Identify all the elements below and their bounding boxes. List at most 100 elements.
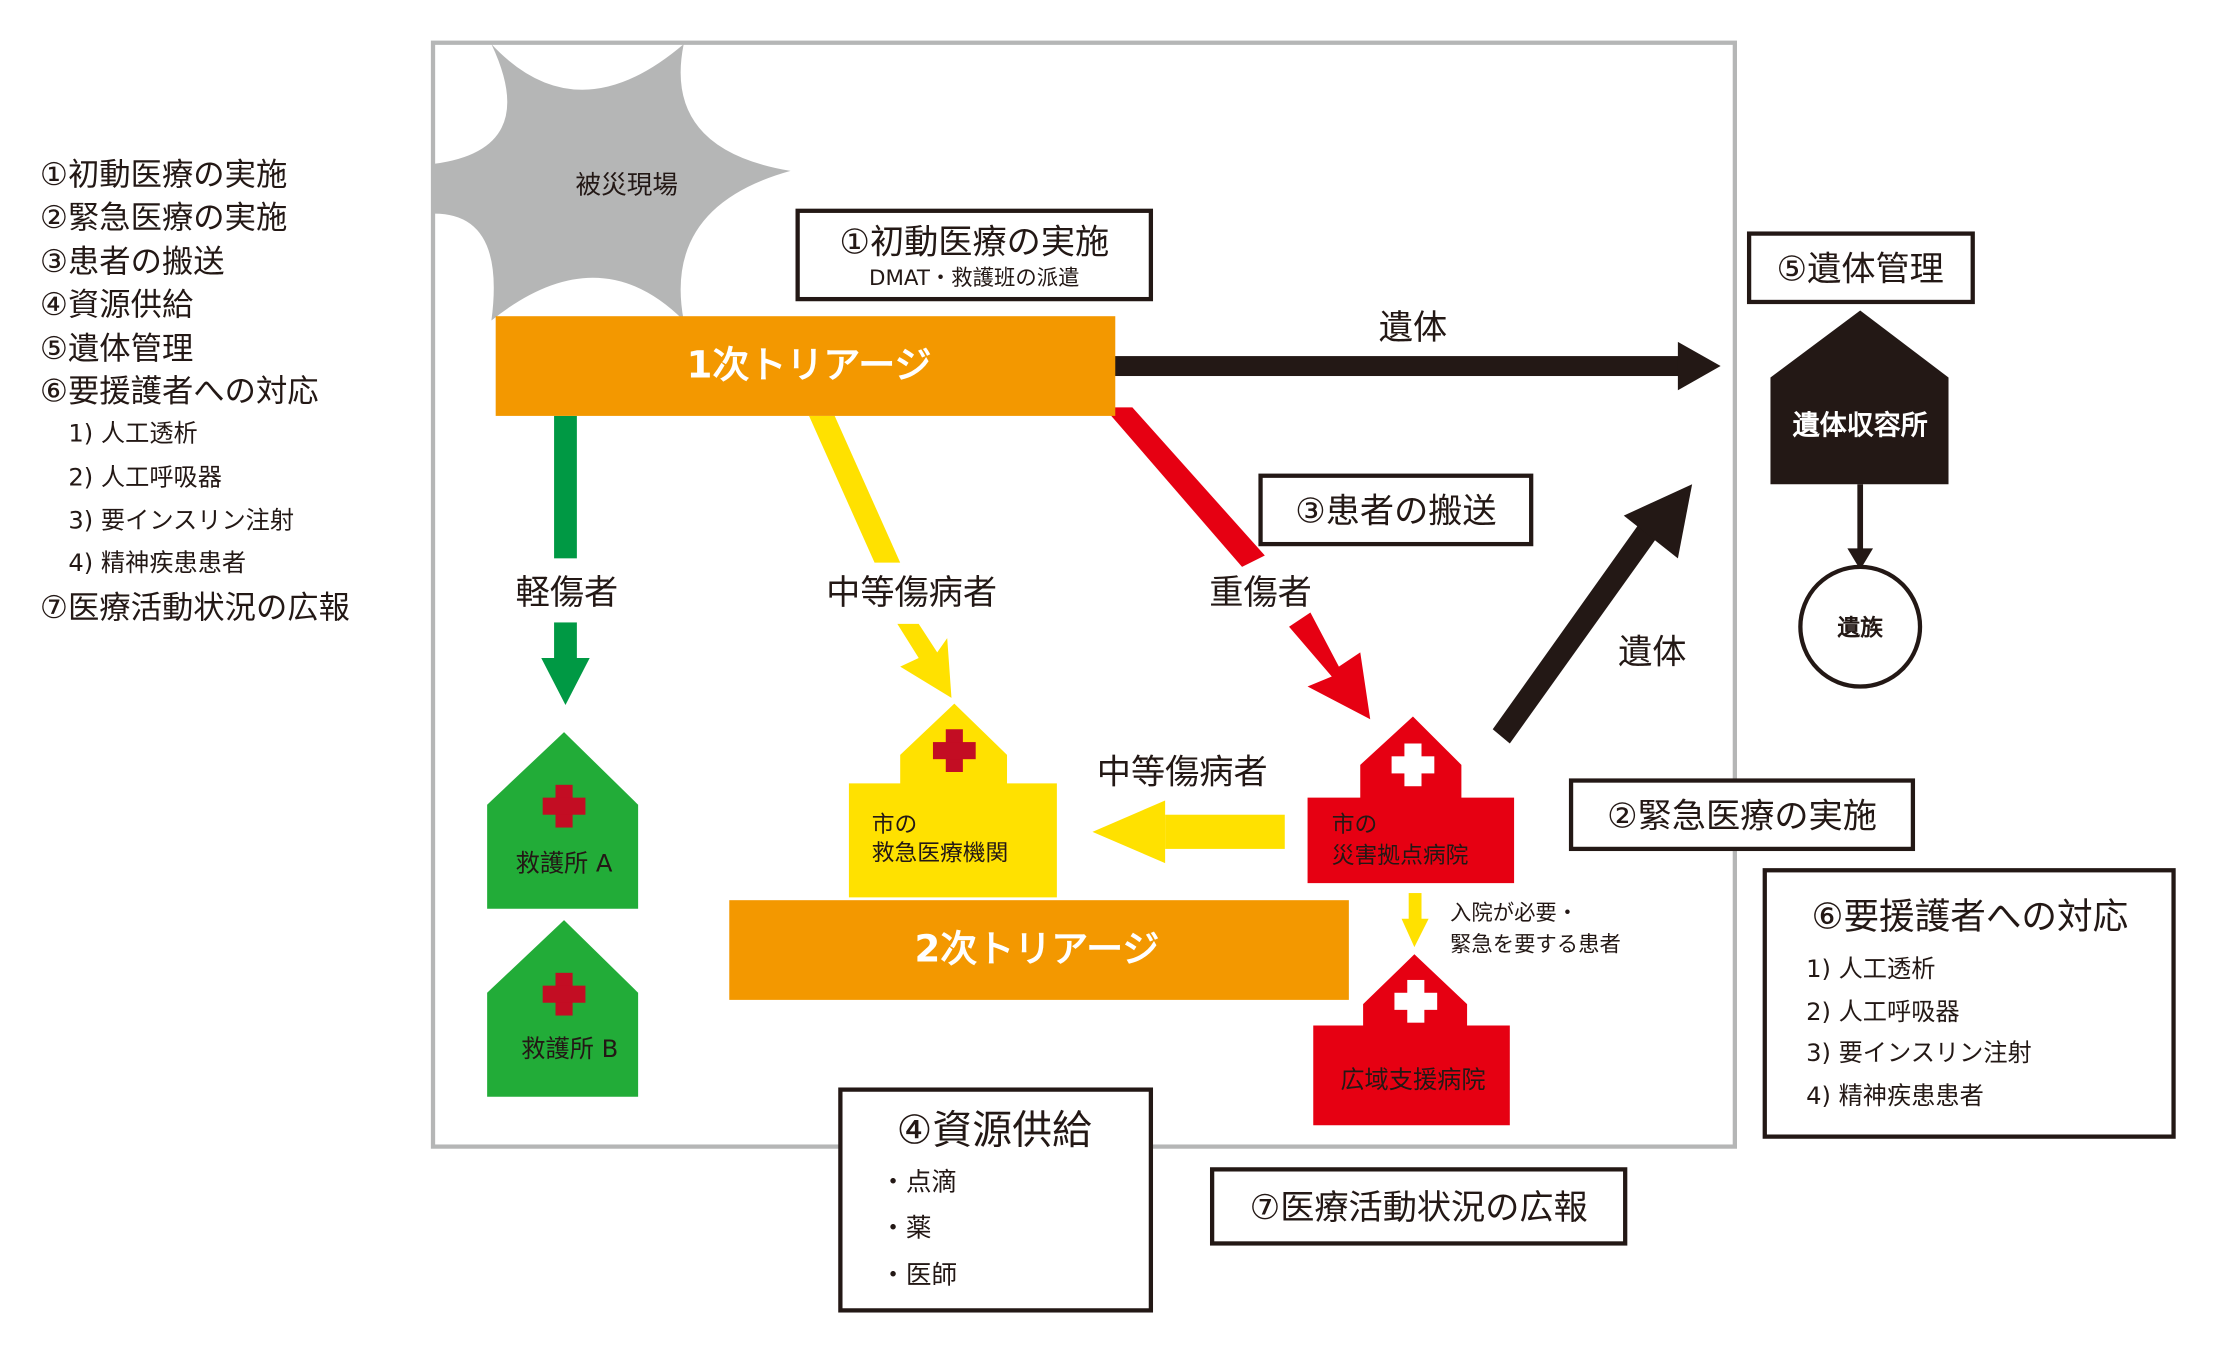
regional-hospital-label: 広域支援病院 [1340,1066,1485,1094]
triage-2-label: 2次トリアージ [914,927,1159,970]
morgue: 遺体収容所 [1770,310,1949,485]
arrow-moderate [809,415,952,698]
box-resource-item-2: ・薬 [880,1213,931,1243]
box-vulnerable-item-2: 2) 人工呼吸器 [1806,998,1960,1026]
aid-station-b: 救護所 B [487,920,639,1097]
morgue-label: 遺体収容所 [1793,409,1928,441]
legend-item-4: ④資源供給 [40,287,193,323]
box-initial-medical-subtitle: DMAT・救護班の派遣 [869,266,1079,291]
city-disaster-label-1: 市の [1332,812,1378,838]
disaster-site: 被災現場 [434,44,791,321]
cross-icon [932,742,976,760]
transfer-note-1: 入院が必要・ [1450,901,1578,926]
box-transport-title: ③患者の搬送 [1295,492,1497,532]
city-emergency-institution: 市の 救急医療機関 [848,703,1057,898]
legend-item-1: ①初動医療の実施 [40,157,287,193]
box-vulnerable-frame [1762,868,2176,1139]
arrow-shaft [554,415,577,559]
cross-icon [542,985,586,1003]
box-public-relations: ⑦医療活動状況の広報 [1209,1167,1628,1246]
arrow-shaft [554,622,577,659]
legend-item-2: ②緊急医療の実施 [40,200,287,236]
arrow-light-injured [541,415,590,706]
disaster-site-label: 被災現場 [575,171,678,201]
box-vulnerable-title: ⑥要援護者への対応 [1812,897,2129,938]
arrow-remains-top [1111,341,1721,391]
box-resource-item-3: ・医師 [880,1260,957,1290]
legend-item-6: ⑥要援護者への対応 [40,374,319,410]
triage-1-label: 1次トリアージ [687,343,932,386]
bereaved-family: 遺族 [1798,564,1923,689]
box-vulnerable-support: ⑥要援護者への対応 1) 人工透析 2) 人工呼吸器 3) 要インスリン注射 4… [1762,868,2176,1139]
arrow-remains-diagonal [1492,484,1693,744]
city-disaster-shape [1307,716,1515,884]
city-emergency-label-1: 市の [872,812,918,838]
arrow-morgue-family-head [1847,548,1874,570]
morgue-shape [1770,310,1949,485]
legend-subitem-2: 2) 人工呼吸器 [68,464,222,492]
legend: ①初動医療の実施 ②緊急医療の実施 ③患者の搬送 ④資源供給 ⑤遺体管理 ⑥要援… [40,157,350,626]
box-remains-frame [1746,231,1975,305]
box-transport-frame [1258,473,1534,547]
box-emergency-title: ②緊急医療の実施 [1607,797,1877,837]
box-transport: ③患者の搬送 [1258,473,1534,547]
legend-item-3: ③患者の搬送 [40,244,225,280]
box-remains-title: ⑤遺体管理 [1777,250,1944,290]
city-disaster-label-2: 災害拠点病院 [1332,843,1469,869]
box-initial-medical-title: ①初動医療の実施 [839,223,1109,263]
box-pr-frame [1209,1167,1628,1246]
arrow-shaft [1165,814,1285,849]
box-initial-medical-frame [795,208,1154,302]
transfer-note-2: 緊急を要する患者 [1450,932,1621,957]
box-emergency-medical: ②緊急医療の実施 [1568,778,1916,852]
arrow-head [1289,612,1371,720]
triage-1: 1次トリアージ [495,316,1116,416]
box-vulnerable-item-4: 4) 精神疾患患者 [1806,1082,1984,1110]
label-remains-diagonal: 遺体 [1618,633,1686,673]
regional-hospital-shape [1313,954,1510,1126]
box-initial-medical: ①初動医療の実施 DMAT・救護班の派遣 [795,208,1154,302]
label-moderate-transfer: 中等傷病者 [1097,752,1268,792]
city-emergency-label-2: 救急医療機関 [872,840,1009,866]
aid-station-b-label: 救護所 B [521,1035,618,1063]
arrow-shaft [1103,407,1265,567]
arrow-shaft [809,415,901,563]
family-label: 遺族 [1837,614,1883,641]
label-moderate: 中等傷病者 [826,573,997,613]
city-disaster-hospital: 市の 災害拠点病院 [1307,716,1515,884]
box-resource-frame [838,1087,1154,1313]
triage-2-bar [729,900,1349,1000]
box-resource-supply: ④資源供給 ・点滴 ・薬 ・医師 [838,1087,1154,1313]
arrow-head [897,623,952,698]
arrow-severe [1103,407,1371,720]
triage-1-bar [495,316,1116,416]
legend-subitem-4: 4) 精神疾患患者 [68,549,246,577]
box-resource-item-1: ・点滴 [880,1168,957,1198]
arrow-head [1677,341,1721,391]
cross-icon [542,797,586,815]
box-emergency-frame [1568,778,1916,852]
arrow-shaft [1492,521,1660,744]
box-pr-title: ⑦医療活動状況の広報 [1250,1188,1588,1228]
arrow-transfer-head [1401,918,1429,948]
legend-item-5: ⑤遺体管理 [40,331,193,367]
cross-icon [1391,756,1435,774]
box-vulnerable-item-3: 3) 要インスリン注射 [1806,1039,2032,1067]
arrow-shaft [1111,356,1681,377]
arrow-moderate-transfer [1092,800,1285,864]
arrow-head [1092,800,1166,864]
cross-icon [1394,992,1438,1010]
arrow-morgue-family-shaft [1857,484,1864,556]
label-light-injured: 軽傷者 [516,573,619,613]
arrow-head [541,658,590,706]
city-emergency-shape [848,703,1057,898]
aid-station-a: 救護所 A [487,732,639,909]
legend-subitem-3: 3) 要インスリン注射 [68,506,294,534]
arrow-transfer-shaft [1408,893,1422,922]
label-severe: 重傷者 [1209,573,1312,613]
label-remains-top: 遺体 [1379,308,1447,348]
box-remains-management: ⑤遺体管理 [1746,231,1975,305]
box-resource-title: ④資源供給 [897,1108,1092,1154]
legend-subitem-1: 1) 人工透析 [68,420,197,448]
